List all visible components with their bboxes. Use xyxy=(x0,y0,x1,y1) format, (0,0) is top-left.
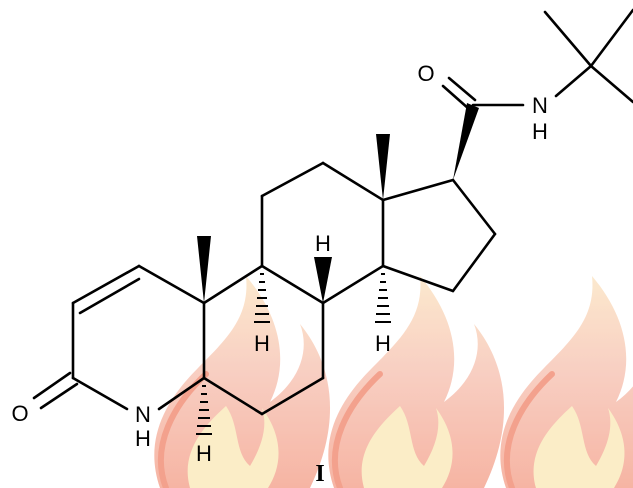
atom-label-h-c8: H xyxy=(315,231,331,256)
bond xyxy=(381,178,455,202)
hash-bond xyxy=(196,385,212,435)
bond xyxy=(71,264,141,305)
bond xyxy=(71,376,129,411)
bond xyxy=(589,8,633,68)
bond xyxy=(39,382,79,410)
atom-label-lactam-n: N xyxy=(135,402,151,427)
flame-icon xyxy=(154,276,331,488)
atom-label-amide-n: N xyxy=(532,93,548,118)
bond xyxy=(157,376,206,411)
bond xyxy=(589,64,633,104)
bond xyxy=(554,64,593,98)
bond xyxy=(202,264,264,305)
atom-label-lactam-o: O xyxy=(11,401,28,426)
atom-label-h-c9: H xyxy=(254,331,270,356)
bond xyxy=(321,161,385,202)
bond xyxy=(321,264,385,305)
bond xyxy=(543,10,593,68)
bond xyxy=(78,277,141,315)
wedge-bond xyxy=(314,257,332,303)
bond xyxy=(441,84,471,111)
flame-icon xyxy=(328,276,505,488)
wedge-bond xyxy=(197,236,211,303)
bond xyxy=(32,371,72,400)
atom-label-lactam-nh-h: H xyxy=(135,426,151,451)
atom-label-amide-nh-h: H xyxy=(532,119,548,144)
bond xyxy=(202,376,264,416)
bond xyxy=(137,264,206,305)
wedge-bond xyxy=(376,134,390,200)
bond xyxy=(381,264,455,293)
compound-label: I xyxy=(315,461,324,487)
flame-icon xyxy=(500,276,633,488)
hash-bond xyxy=(254,273,270,323)
bond xyxy=(451,232,497,293)
atom-label-h-c5: H xyxy=(196,441,212,466)
wedge-bond xyxy=(453,103,479,180)
wedge-bonds xyxy=(197,103,479,303)
bond xyxy=(260,376,325,416)
bond-skeleton xyxy=(32,8,633,416)
hash-bond xyxy=(375,273,391,323)
bond xyxy=(260,161,325,198)
hash-bonds xyxy=(196,273,391,435)
flame-watermark xyxy=(154,276,633,488)
bond xyxy=(451,178,497,236)
atom-label-h-c14: H xyxy=(375,331,391,356)
bond xyxy=(447,76,477,102)
atom-label-amide-o: O xyxy=(417,61,434,86)
atom-labels: O N H O N H H H H H xyxy=(11,61,548,466)
bond xyxy=(260,264,325,305)
